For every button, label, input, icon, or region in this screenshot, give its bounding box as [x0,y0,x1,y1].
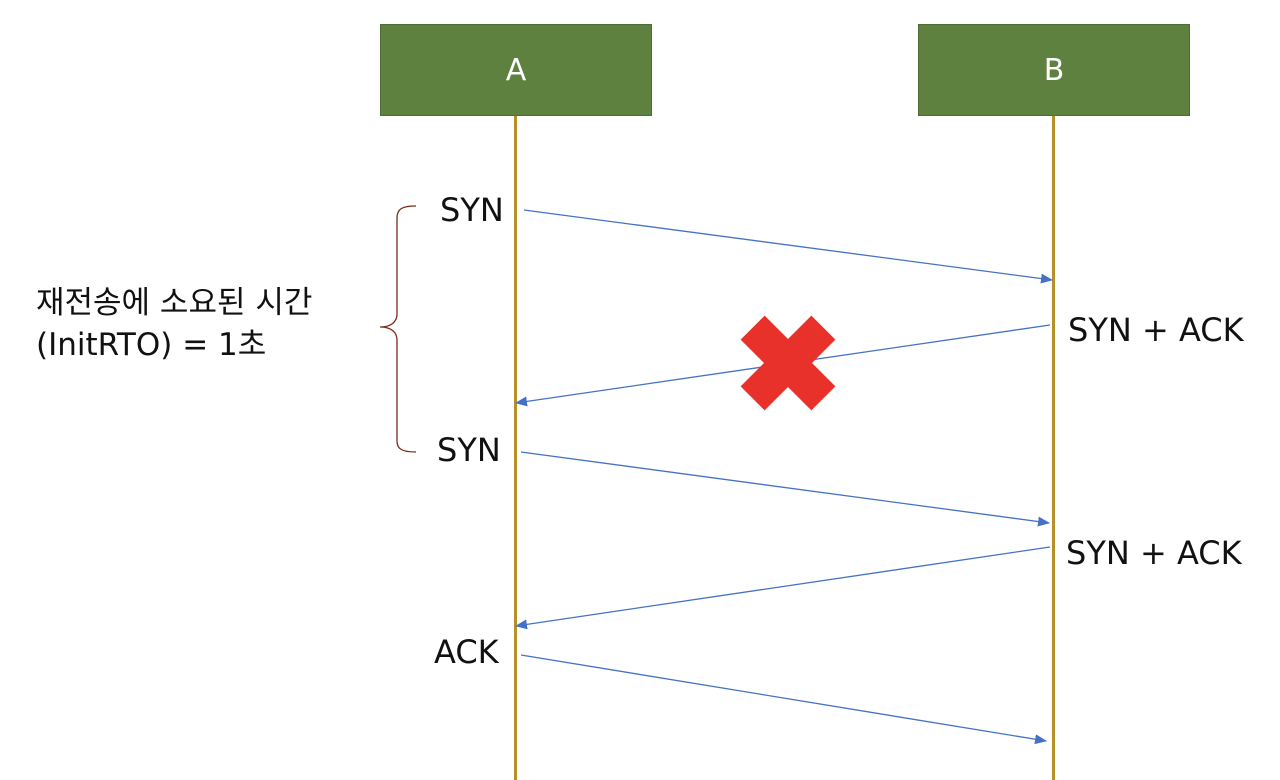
arrow-syn-1 [523,209,1053,284]
retransmission-note: 재전송에 소요된 시간 (InitRTO) = 1초 [36,282,312,366]
arrow-syn-2 [520,451,1050,527]
actor-a-label: A [505,52,527,88]
label-ack: ACK [434,633,499,671]
note-line-1: 재전송에 소요된 시간 [36,285,313,321]
label-synack-2: SYN + ACK [1066,534,1242,572]
label-syn-1: SYN [440,191,504,229]
note-line-2: (InitRTO) = 1초 [36,327,267,363]
actor-b-box: B [918,24,1190,116]
actor-b-label: B [1043,52,1065,88]
x-cross-icon [740,315,836,411]
actor-a-box: A [380,24,652,116]
label-syn-2: SYN [437,431,501,469]
label-synack-1: SYN + ACK [1068,311,1244,349]
arrow-synack-2 [515,546,1051,630]
lifeline-a [514,116,517,780]
arrow-ack [520,654,1047,745]
lifeline-b [1052,116,1055,780]
curly-brace [379,205,417,453]
